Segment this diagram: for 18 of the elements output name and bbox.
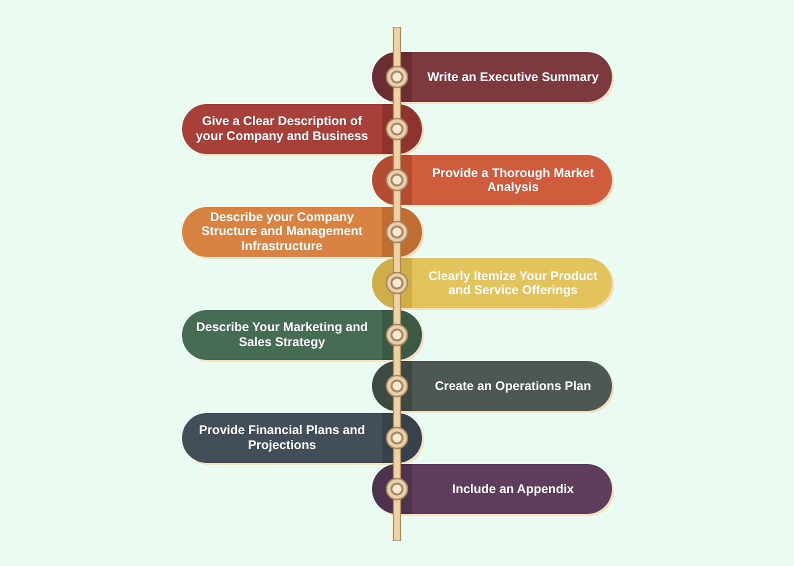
step-label: Include an Appendix xyxy=(451,482,575,496)
step-pill xyxy=(372,464,612,514)
step-pill xyxy=(182,104,422,154)
step-pill xyxy=(372,155,612,205)
step-label: Provide Financial Plans and Projections xyxy=(198,423,366,452)
step-label: Describe Your Marketing and Sales Strategy xyxy=(195,320,369,349)
step-pill xyxy=(182,206,422,256)
step-pill xyxy=(372,258,612,308)
step-label: Create an Operations Plan xyxy=(434,378,592,394)
step-pill xyxy=(182,412,422,462)
step-label: Describe your Company Structure and Management Infrastructure xyxy=(200,210,364,254)
step-label: Give a Clear Description of your Company and Business xyxy=(194,114,370,143)
step-label: Provide a Thorough Market Analysis xyxy=(431,166,595,194)
step-pill xyxy=(182,310,422,360)
step-pill xyxy=(372,361,612,411)
step-pill xyxy=(372,52,612,102)
step-label: Clearly Itemize Your Product and Service Offerings xyxy=(427,268,599,298)
step-label: Write an Executive Summary xyxy=(426,70,600,84)
